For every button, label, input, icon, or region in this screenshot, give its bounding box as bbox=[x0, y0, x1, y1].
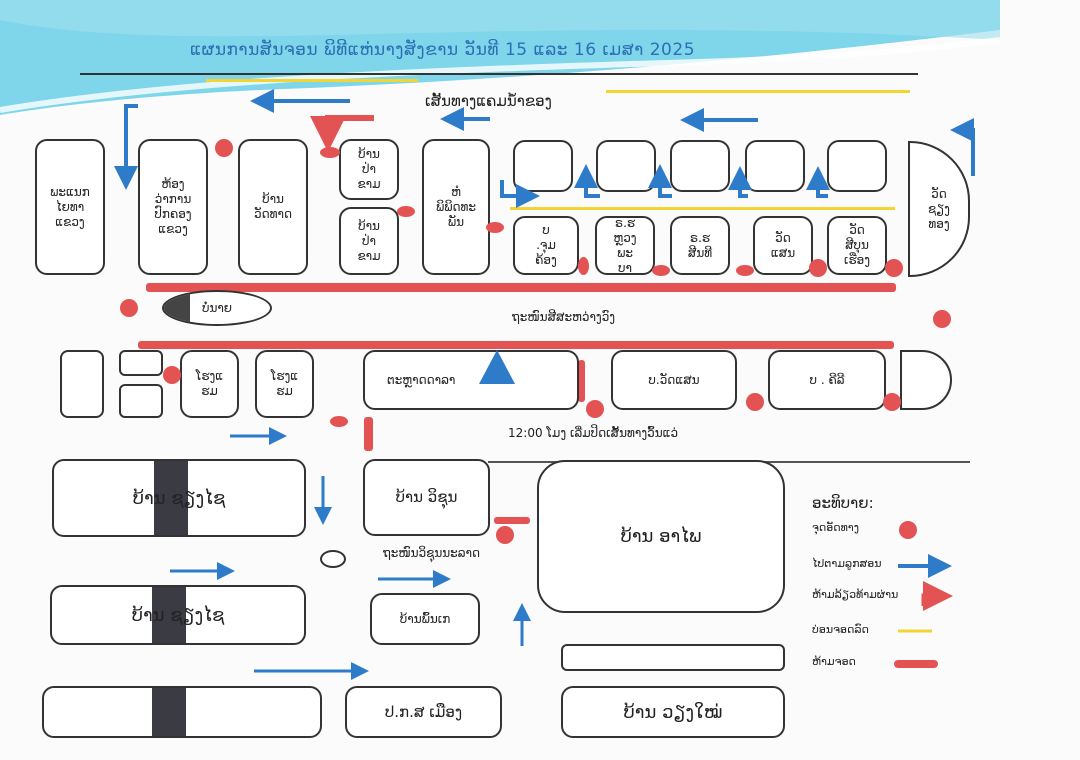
block-r1a bbox=[513, 140, 573, 192]
direction-arrow bbox=[500, 180, 540, 208]
legend-label-no-turn: ຫ້າມລ້ຽວທ້າມຜ່ານ bbox=[812, 588, 899, 601]
roundabout bbox=[320, 550, 346, 568]
no-parking-bar bbox=[138, 341, 894, 349]
no-parking-bar bbox=[146, 283, 896, 292]
roadblock-dot bbox=[486, 222, 504, 233]
no-parking-bar bbox=[578, 360, 585, 402]
roadblock-dot bbox=[120, 299, 138, 317]
direction-arrow bbox=[806, 166, 830, 198]
no-parking-bar bbox=[364, 417, 373, 451]
building-b16: ຕະຫຼາດດາລາ bbox=[363, 350, 579, 410]
dark-block bbox=[154, 461, 188, 535]
building-b21: ບ້ານພົ້ນເກ bbox=[370, 593, 480, 645]
roadblock-dot bbox=[578, 257, 589, 275]
block-strip bbox=[561, 644, 785, 671]
stage-triangle bbox=[479, 350, 515, 384]
roadblock-dot bbox=[496, 526, 514, 544]
roadblock-dot bbox=[397, 206, 415, 217]
building-b11: ວັດ ສີບຸນ ເຮືອງ bbox=[827, 216, 887, 275]
block-r2b bbox=[119, 350, 163, 376]
river-road-label: ເສັ້ນທາງແຄມນ້ຳຂອງ bbox=[425, 92, 552, 110]
roadblock-dot bbox=[330, 416, 348, 427]
building-b8: ຣ.ຮ ຫຼວງ ພະ ບາ bbox=[595, 216, 655, 275]
building-b5: ບ້ານ ປ່າ ຂາມ bbox=[339, 207, 399, 275]
parking-line bbox=[206, 79, 418, 82]
building-b9: ຣ.ຮ ສີນທີ bbox=[670, 216, 730, 275]
page-title: ແຜນການສັນຈອນ ພິທີແຫ່ນາງສັງຂານ ວັນທີ 15 ແ… bbox=[190, 40, 696, 60]
building-b4: ບ້ານ ປ່າ ຂາມ bbox=[339, 139, 399, 200]
roadblock-dot bbox=[883, 393, 901, 411]
building-b2: ຫ້ອງ ວ່າການ ປົກຄອງ ແຂວງ bbox=[138, 139, 208, 275]
dark-block bbox=[152, 587, 186, 643]
building-b22: ປ.ກ.ສ ເມືອງ bbox=[345, 686, 502, 738]
legend-red-turn bbox=[921, 581, 953, 611]
legend-label-roadblock: ຈຸດອັດທາງ bbox=[812, 521, 860, 534]
visounnarath-road-label: ຖະໜົນວິຊຸນນະລາດ bbox=[383, 546, 481, 560]
legend-label-follow-arrow: ໄປຕາມລູກສອນ bbox=[812, 557, 882, 570]
dark-block bbox=[152, 688, 186, 736]
building-b19: ບ້ານ ວິຊຸນ bbox=[363, 459, 490, 536]
block-r1d bbox=[745, 140, 805, 192]
block-bottom-left bbox=[42, 686, 322, 738]
legend-label-parking: ບ່ອນຈອດລົດ bbox=[812, 623, 869, 636]
header-banner bbox=[0, 0, 1001, 115]
building-b17: ບ.ວັດແສນ bbox=[611, 350, 737, 410]
block-r2a bbox=[60, 350, 104, 418]
roadblock-dot bbox=[215, 139, 233, 157]
building-b3: ບ້ານ ວັດທາດ bbox=[238, 139, 308, 275]
direction-arrow bbox=[950, 118, 975, 176]
bo-nai-label: ບໍ່ນາຍ bbox=[201, 301, 233, 315]
time-note: 12:00 ໂມງ ເລີ່ມປິດເສັ້ນທາງວົ້ນແວ່ bbox=[508, 426, 679, 440]
building-b25: ບ້ານ ຊຽງໄຊ bbox=[50, 585, 306, 645]
building-b20: ບ້ານ ອາໄພ bbox=[537, 460, 785, 613]
roadblock-dot bbox=[652, 265, 670, 276]
direction-arrow bbox=[648, 164, 672, 198]
direction-arrow bbox=[114, 104, 138, 190]
building-b24-label: ບ້ານ ຊຽງໄຊ bbox=[132, 487, 226, 509]
roadblock-dot bbox=[736, 265, 754, 276]
block-r2-semi bbox=[900, 350, 952, 410]
direction-arrow bbox=[574, 164, 600, 198]
roadblock-dot bbox=[885, 259, 903, 277]
building-b1: ພະແນກ ໄຍທາ ແຂວງ bbox=[35, 139, 105, 275]
legend-label-no-parking: ຫ້າມຈອດ bbox=[812, 655, 856, 668]
roadblock-dot bbox=[586, 400, 604, 418]
building-b25-label: ບ້ານ ຊຽງໄຊ bbox=[131, 604, 225, 626]
block-r1e bbox=[827, 140, 887, 192]
building-b10: ວັດ ແສນ bbox=[753, 216, 813, 275]
roadblock-dot bbox=[933, 310, 951, 328]
building-b23: ບ້ານ ວຽງໃໝ່ bbox=[561, 686, 785, 738]
building-b15: ໂຮງແ ຮມ bbox=[255, 350, 314, 418]
building-b6: ຫໍ ພິພິດທະ ພັນ bbox=[422, 139, 490, 275]
sisavangvong-road-label: ຖະໜົນສີສະຫວ່າງວົງ bbox=[512, 310, 616, 324]
legend-title: ອະທິບາຍ: bbox=[812, 494, 874, 512]
roadblock-dot bbox=[746, 393, 764, 411]
roadblock-dot bbox=[163, 366, 181, 384]
roadblock-dot bbox=[809, 259, 827, 277]
building-b18: ບ . ຄີລີ bbox=[768, 350, 886, 410]
no-turn-arrow bbox=[310, 115, 374, 152]
parking-line bbox=[606, 90, 910, 93]
building-b14: ໂຮງແ ຮມ bbox=[180, 350, 239, 418]
building-b7: ບ .ຈຸມ ຄ້ອງ bbox=[513, 216, 579, 275]
legend-red-dot bbox=[899, 521, 917, 539]
building-b13: ບໍ່ນາຍ bbox=[162, 290, 272, 326]
half-shade bbox=[164, 292, 190, 324]
no-parking-bar bbox=[494, 517, 530, 524]
roadblock-dot bbox=[320, 147, 340, 158]
direction-arrow bbox=[728, 166, 752, 198]
building-b24: ບ້ານ ຊຽງໄຊ bbox=[52, 459, 306, 537]
block-r2c bbox=[119, 384, 163, 418]
parking-line bbox=[510, 207, 895, 210]
